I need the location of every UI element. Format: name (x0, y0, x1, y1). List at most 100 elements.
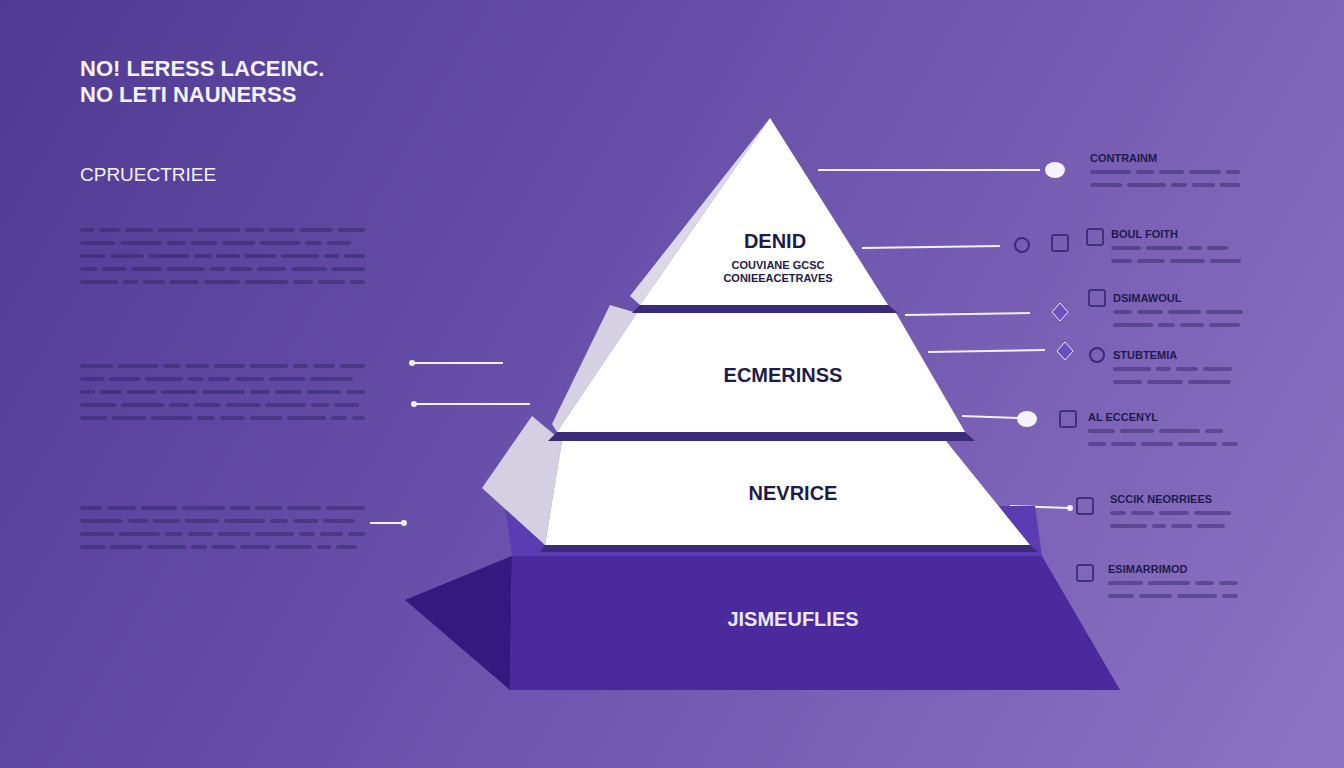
blurred-text (344, 254, 365, 258)
blurred-text (1171, 524, 1192, 528)
blurred-text (118, 364, 158, 368)
blurred-text (194, 254, 211, 258)
blurred-text (230, 506, 250, 510)
blurred-text (1188, 380, 1231, 384)
icon-symbol (1057, 342, 1073, 360)
tier-label: DENID (744, 230, 806, 253)
blurred-text (131, 267, 162, 271)
blurred-text (1113, 310, 1132, 314)
tier-label: NEVRICE (749, 482, 838, 505)
blurred-text (1210, 259, 1241, 263)
blurred-text (109, 377, 140, 381)
blurred-text (182, 506, 225, 510)
blurred-text (188, 532, 213, 536)
leader-dot (401, 520, 407, 526)
blurred-text (1188, 246, 1202, 250)
subtitle-label: CPRUECTRIEE (80, 164, 216, 186)
blurred-text (128, 519, 148, 523)
blurred-text (125, 228, 153, 232)
blurred-text (293, 519, 318, 523)
blurred-text (240, 545, 270, 549)
icon-symbol (1015, 238, 1029, 252)
blurred-text (1113, 367, 1151, 371)
blurred-text (80, 364, 113, 368)
blurred-text (80, 519, 123, 523)
tier-face (557, 313, 965, 432)
blurred-text (323, 519, 355, 523)
blurred-text (1110, 511, 1126, 515)
blurred-text (80, 267, 97, 271)
blurred-text (230, 267, 252, 271)
blurred-text (250, 364, 288, 368)
blurred-text (1120, 429, 1154, 433)
blurred-text (149, 254, 189, 258)
icon-symbol (1060, 411, 1076, 427)
blurred-text (151, 416, 192, 420)
callout-label: STUBTEMIA (1113, 349, 1177, 361)
leader-line (962, 416, 1020, 418)
blurred-text (198, 228, 240, 232)
blurred-text (80, 403, 116, 407)
callout-label: BOUL FOITH (1111, 228, 1178, 240)
blurred-text (121, 403, 164, 407)
blurred-text (163, 364, 180, 368)
diagram-title: NO! LERESS LACEINC. NO LETI NAUNERSS (80, 56, 355, 109)
blurred-text (275, 390, 302, 394)
blurred-text (218, 532, 250, 536)
blurred-text (269, 228, 295, 232)
blurred-text (352, 416, 365, 420)
icon-symbol (1052, 303, 1068, 321)
blurred-text (245, 228, 264, 232)
blurred-text (167, 267, 205, 271)
blurred-text (1113, 323, 1153, 327)
blurred-text (222, 241, 255, 245)
blurred-text (1171, 183, 1187, 187)
blurred-text (145, 377, 183, 381)
blurred-text (80, 416, 107, 420)
blurred-text (1158, 323, 1175, 327)
blurred-text (80, 506, 102, 510)
blurred-text (1220, 183, 1240, 187)
blurred-text (1197, 524, 1225, 528)
blurred-text (250, 416, 282, 420)
icon-symbol (1045, 162, 1065, 178)
blurred-text (1226, 170, 1240, 174)
blurred-text (257, 267, 286, 271)
blurred-text (1206, 310, 1243, 314)
tier-face (510, 556, 1120, 690)
blurred-text (191, 545, 207, 549)
blurred-text (1152, 524, 1166, 528)
blurred-text (80, 390, 95, 394)
blurred-text (1108, 581, 1143, 585)
blurred-text (1203, 367, 1232, 371)
blurred-text (1168, 310, 1201, 314)
callout-label: SCCIK NEORRIEES (1110, 493, 1212, 505)
blurred-text (1205, 429, 1223, 433)
blurred-text (281, 254, 319, 258)
icon-symbol (1077, 498, 1093, 514)
blurred-text (1108, 594, 1134, 598)
blurred-text (111, 254, 144, 258)
blurred-text (220, 416, 245, 420)
blurred-text (1222, 594, 1238, 598)
blurred-text (255, 506, 282, 510)
blurred-text (1195, 581, 1214, 585)
blurred-text (226, 403, 260, 407)
blurred-text (80, 254, 106, 258)
blurred-text (208, 377, 230, 381)
blurred-text (102, 267, 126, 271)
callout-label: DSIMAWOUL (1113, 292, 1181, 304)
blurred-text (250, 390, 270, 394)
blurred-text (191, 241, 217, 245)
blurred-text (80, 241, 115, 245)
leader-line (928, 350, 1045, 352)
blurred-text (214, 364, 245, 368)
tier-face (405, 556, 512, 690)
blurred-text (147, 545, 186, 549)
blurred-text (331, 416, 347, 420)
tier-label: ECMERINSS (724, 364, 843, 387)
blurred-text (188, 377, 203, 381)
blurred-text (110, 545, 142, 549)
blurred-text (1088, 442, 1106, 446)
